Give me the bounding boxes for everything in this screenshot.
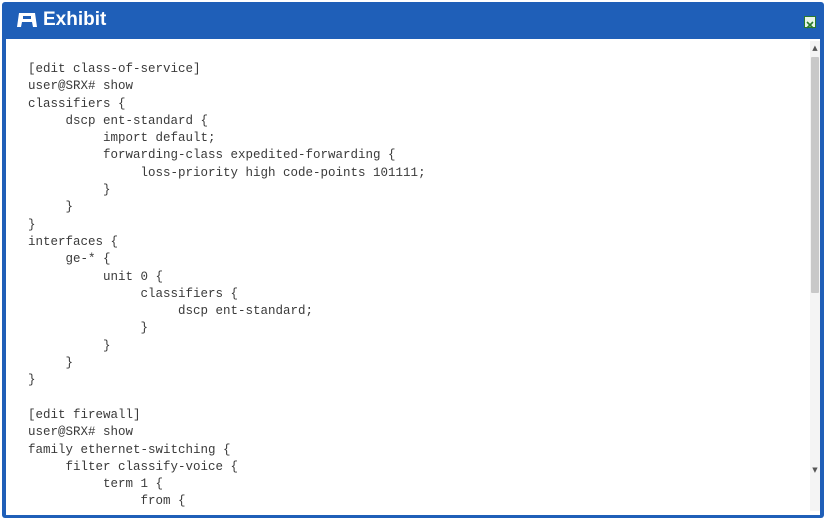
titlebar: Exhibit bbox=[2, 2, 824, 38]
vertical-scrollbar[interactable]: ▲ ▼ bbox=[810, 41, 820, 511]
close-icon[interactable] bbox=[804, 16, 816, 29]
close-x-icon bbox=[806, 21, 814, 29]
window-title: Exhibit bbox=[43, 9, 107, 30]
scroll-down-arrow-icon[interactable]: ▼ bbox=[812, 466, 818, 474]
scroll-thumb[interactable] bbox=[811, 57, 819, 293]
config-code-block: [edit class-of-service] user@SRX# show c… bbox=[28, 62, 426, 509]
exhibit-icon bbox=[17, 13, 37, 27]
scroll-up-arrow-icon[interactable]: ▲ bbox=[812, 44, 818, 52]
exhibit-content: [edit class-of-service] user@SRX# show c… bbox=[6, 39, 820, 515]
